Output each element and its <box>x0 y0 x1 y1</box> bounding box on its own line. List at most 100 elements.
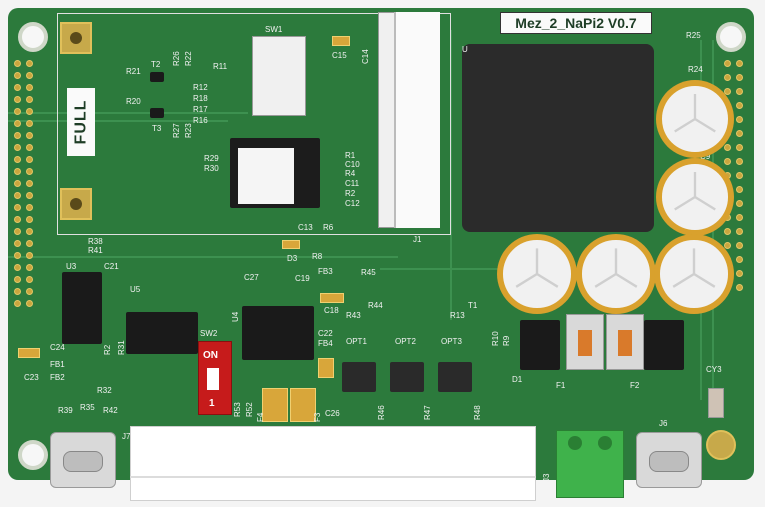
r52-label: R52 <box>245 402 254 417</box>
header-pin <box>26 168 33 175</box>
r46-label: R46 <box>377 405 386 420</box>
header-pin <box>736 88 743 95</box>
header-pin <box>736 74 743 81</box>
t3-label: T3 <box>152 124 162 133</box>
f2-fuse-element <box>618 330 632 356</box>
c14-label: C14 <box>361 49 370 64</box>
r38-label: R38 <box>88 237 103 246</box>
d1-label: D1 <box>512 375 523 384</box>
header-pin <box>26 300 33 307</box>
header-pin <box>724 144 731 151</box>
fb4-inductor <box>318 358 334 378</box>
r23-label: R23 <box>184 123 193 138</box>
electrolytic-capacitor <box>497 234 577 314</box>
header-pin <box>736 270 743 277</box>
r32-label: R32 <box>97 386 112 395</box>
header-pin <box>736 256 743 263</box>
c21-label: C21 <box>104 262 119 271</box>
r18-label: R18 <box>193 94 208 103</box>
r16-label: R16 <box>193 116 208 125</box>
c15-capacitor <box>332 36 350 46</box>
t2-label: T2 <box>151 60 161 69</box>
header-pin <box>14 240 21 247</box>
r42-label: R42 <box>103 406 118 415</box>
terminal-screw[interactable] <box>568 436 582 450</box>
d3-led <box>282 240 300 249</box>
header-pin <box>736 158 743 165</box>
c18-label: C18 <box>324 306 339 315</box>
mounting-hole <box>716 22 746 52</box>
r22-label: R22 <box>184 51 193 66</box>
u5-ic <box>126 312 198 354</box>
opt3-label: OPT3 <box>441 337 462 346</box>
header-pin <box>26 180 33 187</box>
r26-label: R26 <box>172 51 181 66</box>
fb4-label: FB4 <box>318 339 333 348</box>
c26-label: C26 <box>325 409 340 418</box>
header-pin <box>14 84 21 91</box>
j6-usb-c-connector[interactable] <box>636 432 702 488</box>
full-label-box: FULL <box>67 88 95 156</box>
f1-label: F1 <box>556 381 566 390</box>
dip-position-label: 1 <box>209 398 215 409</box>
header-pin <box>26 252 33 259</box>
full-label: FULL <box>72 99 89 145</box>
u1-label: U <box>462 45 468 54</box>
j1-label: J1 <box>413 235 422 244</box>
f4-fuse <box>262 388 288 422</box>
header-pin <box>14 276 21 283</box>
r44-label: R44 <box>368 301 383 310</box>
opt1-label: OPT1 <box>346 337 367 346</box>
trace <box>8 120 228 122</box>
c19-label: C19 <box>295 274 310 283</box>
header-pin <box>26 228 33 235</box>
dip-slider[interactable] <box>207 368 219 390</box>
header-pin <box>14 108 21 115</box>
header-pin <box>14 192 21 199</box>
dip-on-label: ON <box>203 350 218 361</box>
t2-transistor <box>150 72 164 82</box>
c10-label: C10 <box>345 160 360 169</box>
r8-label: R8 <box>312 252 323 261</box>
gold-pad <box>60 22 92 54</box>
opt3-optocoupler <box>438 362 472 392</box>
c24-label: C24 <box>50 343 65 352</box>
header-pin <box>14 144 21 151</box>
r45-label: R45 <box>361 268 376 277</box>
header-pin <box>26 276 33 283</box>
header-pin <box>26 60 33 67</box>
header-pin <box>724 242 731 249</box>
header-pin <box>736 242 743 249</box>
header-pin <box>26 132 33 139</box>
r31-label: R31 <box>117 340 126 355</box>
ground-pad <box>706 430 736 460</box>
header-pin <box>736 200 743 207</box>
header-pin <box>14 216 21 223</box>
fb2-label: FB2 <box>50 373 65 382</box>
header-pin <box>14 228 21 235</box>
r24-label: R24 <box>688 65 703 74</box>
u1-module <box>462 44 654 232</box>
header-pin <box>14 300 21 307</box>
header-pin <box>736 60 743 67</box>
header-pin <box>14 120 21 127</box>
r53-label: R53 <box>233 402 242 417</box>
f2-label: F2 <box>630 381 640 390</box>
f3-fuse <box>290 388 316 422</box>
c23-label: C23 <box>24 373 39 382</box>
header-pin <box>26 216 33 223</box>
sim-holder-window <box>238 148 294 204</box>
header-pin <box>14 96 21 103</box>
c13-label: C13 <box>298 223 313 232</box>
f4-label: F4 <box>256 412 265 422</box>
r12-label: R12 <box>193 83 208 92</box>
j7-usb-c-connector[interactable] <box>50 432 116 488</box>
opt2-optocoupler <box>390 362 424 392</box>
terminal-screw[interactable] <box>598 436 612 450</box>
mounting-hole <box>18 22 48 52</box>
header-pin <box>736 284 743 291</box>
f3-label: F3 <box>313 412 322 422</box>
j3-terminal-block[interactable] <box>556 430 624 498</box>
bottom-connector-edge <box>130 476 536 478</box>
